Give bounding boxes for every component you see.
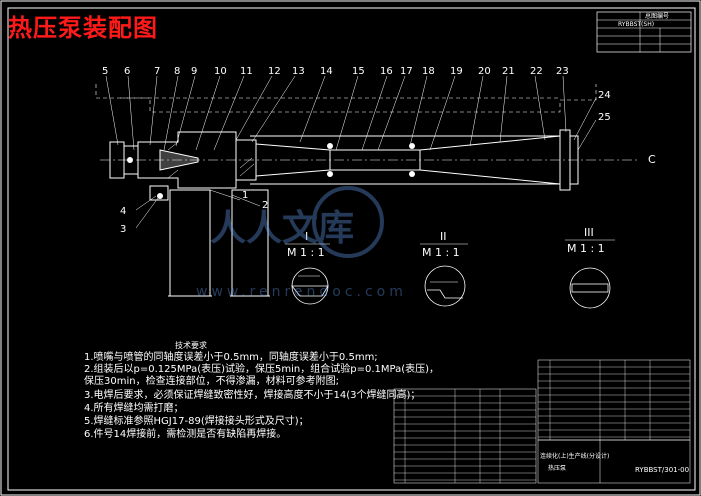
part-number-1: 1 — [242, 190, 248, 201]
top-right-row2: RYBBST(SH) — [618, 21, 654, 28]
drawing-title: 热压泵装配图 — [8, 14, 158, 42]
main-body — [109, 129, 579, 297]
requirements-heading: 技术要求 — [175, 341, 207, 350]
leader-lines — [105, 75, 597, 229]
parts-list-right — [537, 359, 691, 484]
title-block-drawing-no: RYBBST/301-00 — [635, 466, 689, 474]
part-number-7: 7 — [154, 66, 160, 77]
requirement-item: 保压30min，检查连接部位，不得渗漏，材料可参考附图; — [84, 376, 339, 387]
top-right-row1: 总图编号 — [645, 12, 669, 20]
part-number-13: 13 — [292, 66, 305, 77]
top-right-block: 总图编号 RYBBST(SH) — [596, 11, 692, 53]
flange-bolts — [127, 143, 415, 199]
part-number-6: 6 — [124, 66, 130, 77]
requirement-item: 1.喷嘴与喷管的同轴度误差小于0.5mm，同轴度误差小于0.5mm; — [84, 352, 378, 363]
view2-label: II — [440, 230, 447, 243]
watermark: 人人文库 www.renrendoc.com — [196, 186, 407, 300]
view1-scale: M 1 : 1 — [287, 246, 325, 259]
view3-scale: M 1 : 1 — [567, 242, 605, 255]
part-number-4: 4 — [120, 206, 126, 217]
requirement-item: 6.件号14焊接前，需检测是否有缺陷再焊接。 — [84, 429, 287, 440]
part-number-5: 5 — [102, 66, 108, 77]
view2-scale: M 1 : 1 — [422, 246, 460, 259]
title-block-company: 连续化(上)生产线(分设计) — [540, 452, 609, 460]
inner-border — [7, 7, 696, 491]
part-number-10: 10 — [214, 66, 227, 77]
part-number-16: 16 — [380, 66, 393, 77]
part-number-8: 8 — [174, 66, 180, 77]
part-number-18: 18 — [422, 66, 435, 77]
detail-view-3: III M 1 : 1 — [565, 226, 615, 309]
watermark-url: www.renrendoc.com — [196, 284, 407, 300]
part-number-23: 23 — [556, 66, 569, 77]
centerline-label: C — [648, 153, 656, 166]
watermark-text-cn: 人人文库 — [210, 208, 354, 249]
part-number-14: 14 — [320, 66, 333, 77]
part-number-20: 20 — [478, 66, 491, 77]
upper-phantom-outline — [95, 84, 597, 113]
part-number-12: 12 — [268, 66, 281, 77]
part-number-17: 17 — [400, 66, 413, 77]
part-number-24: 24 — [598, 90, 611, 101]
requirement-item: 4.所有焊缝均需打磨； — [84, 403, 184, 414]
requirement-item: 2.组装后以p=0.125MPa(表压)试验，保压5min，组合试验p=0.1M… — [84, 364, 440, 375]
part-number-9: 9 — [191, 66, 197, 77]
part-number-11: 11 — [240, 66, 253, 77]
part-number-21: 21 — [502, 66, 515, 77]
detail-view-2: II M 1 : 1 — [420, 230, 468, 307]
view3-label: III — [584, 226, 594, 239]
part-number-3: 3 — [120, 224, 126, 235]
title-block-name: 热压泵 — [548, 464, 566, 472]
part-number-2: 2 — [262, 200, 268, 211]
requirement-item: 5.焊缝标准参照HGJ17-89(焊接接头形式及尺寸)； — [84, 416, 309, 427]
parts-list-left — [393, 388, 537, 484]
part-number-15: 15 — [352, 66, 365, 77]
part-number-22: 22 — [530, 66, 543, 77]
part-number-19: 19 — [450, 66, 463, 77]
requirement-item: 3.电焊后要求，必须保证焊缝致密性好，焊接高度不小于14(3个焊缝同高)； — [84, 390, 421, 401]
detail-view-1: I M 1 : 1 — [285, 230, 330, 305]
part-number-25: 25 — [598, 112, 611, 123]
view1-label: I — [305, 230, 308, 243]
hatching — [167, 141, 255, 179]
